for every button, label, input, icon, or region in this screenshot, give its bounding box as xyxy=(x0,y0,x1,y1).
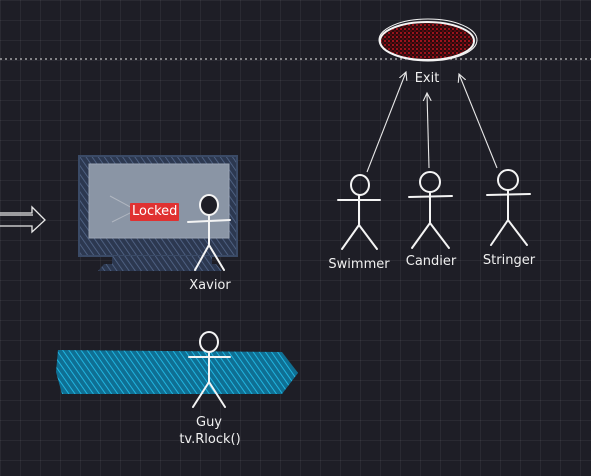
exit-label: Exit xyxy=(414,71,440,86)
xavior-label: Xavior xyxy=(189,278,231,293)
stringer-label: Stringer xyxy=(482,253,536,268)
exit-node xyxy=(378,18,478,62)
actor-candier xyxy=(408,171,453,249)
incoming-arrow xyxy=(0,205,46,234)
blue-band xyxy=(56,350,298,394)
actor-swimmer xyxy=(337,174,381,250)
guy-action-label: tv.Rlock() xyxy=(179,432,241,447)
locked-badge: Locked xyxy=(130,203,180,221)
actor-stringer xyxy=(486,169,531,246)
guy-label: Guy xyxy=(195,415,223,430)
candier-label: Candier xyxy=(405,254,457,269)
arrow-swimmer-to-exit xyxy=(366,72,406,173)
arrow-candier-to-exit xyxy=(427,93,429,169)
arrow-stringer-to-exit xyxy=(459,74,498,169)
actor-guy xyxy=(188,331,231,408)
swimmer-label: Swimmer xyxy=(328,257,390,272)
actor-xavior xyxy=(187,194,231,271)
